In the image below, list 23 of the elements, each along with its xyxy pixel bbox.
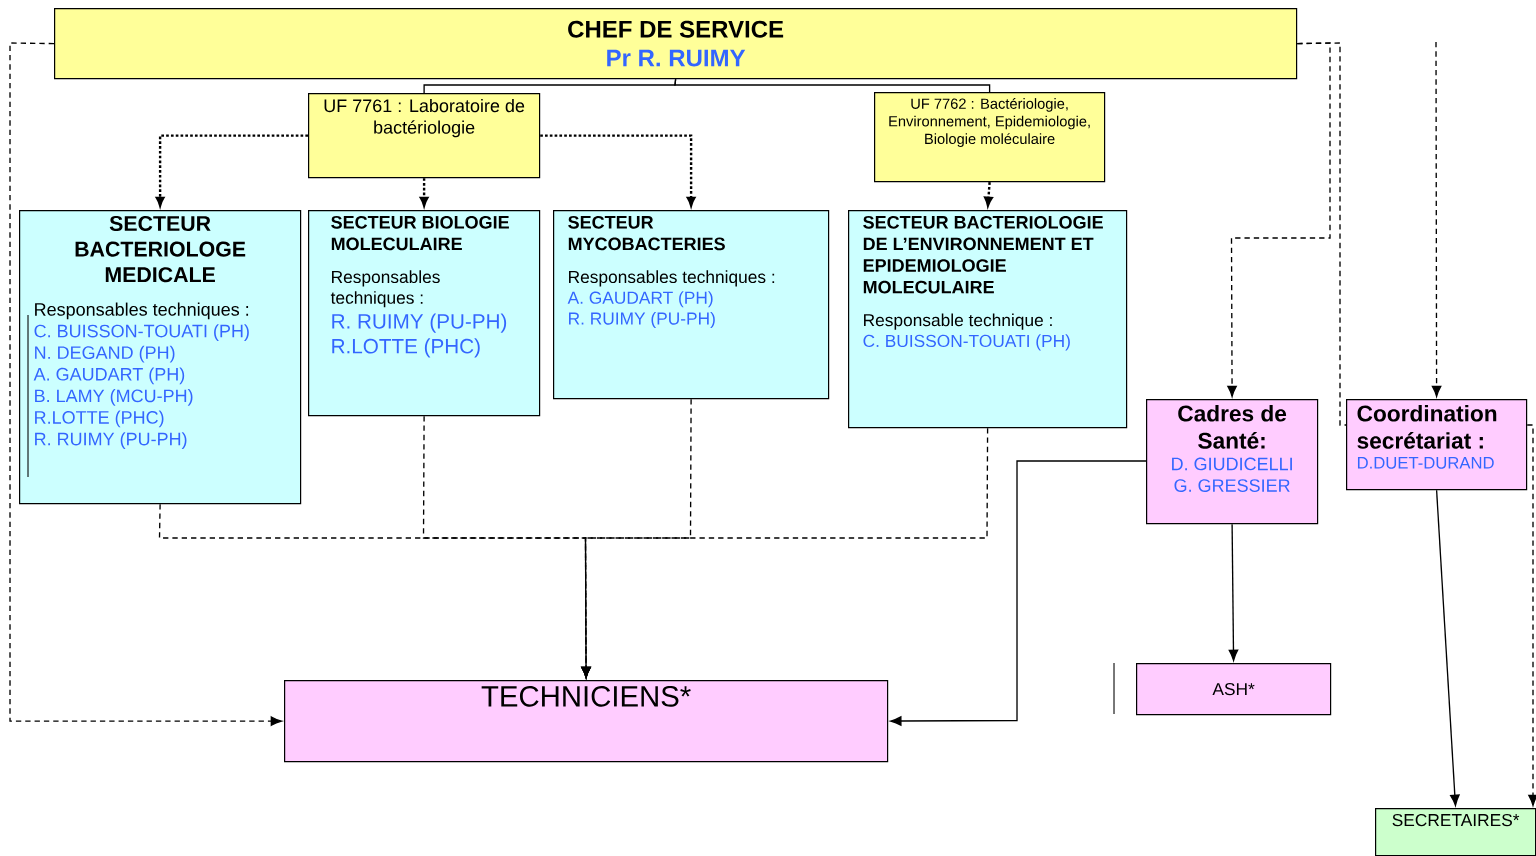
staff-box: SECRETAIRES* bbox=[1375, 808, 1536, 856]
sector-box: SECTEUR BACTERIOLOGE MEDICALE Responsables techniques : C. BUISSON-TOUATI (PH) N. DEGAND (PH) A. GAUDART (PH) B. LAMY (MCU-PH) R.LOTTE (PHC) R. RUIMY (PU-PH) bbox=[19, 210, 302, 505]
staff-box: ASH* bbox=[1136, 663, 1332, 716]
arrow bbox=[419, 178, 429, 207]
sector-box: SECTEUR MYCOBACTERIES Responsables techniques : A. GAUDART (PH) R. RUIMY (PU-PH) bbox=[553, 210, 830, 400]
staff-box: TECHNICIENS* bbox=[284, 680, 889, 763]
arrow bbox=[581, 427, 989, 679]
arrow bbox=[155, 134, 308, 207]
unit-box: UF 7761 : Laboratoire de bactériologie bbox=[308, 93, 541, 179]
arrow bbox=[9, 42, 283, 726]
staff-box: Cadres de Santé: D. GIUDICELLI G. GRESSIER bbox=[1146, 399, 1319, 525]
sector-box: SECTEUR BACTERIOLOGIE DE L’ENVIRONNEMENT ET EPIDEMIOLOGIE MOLECULAIRE Responsable technique : C. BUISSON-TOUATI (PH) bbox=[848, 210, 1128, 429]
arrow bbox=[1228, 523, 1239, 662]
arrow bbox=[1435, 489, 1460, 807]
arrow bbox=[1227, 42, 1331, 398]
arrow bbox=[890, 460, 1147, 726]
arrow bbox=[540, 134, 696, 207]
arrow bbox=[1526, 424, 1536, 807]
unit-box: UF 7762 : Bactériologie, Environnement, Epidemiologie, Biologie moléculaire bbox=[874, 92, 1106, 183]
sector-box: SECTEUR BIOLOGIE MOLECULAIRE Responsables techniques : R. RUIMY (PU-PH) R.LOTTE (PHC) bbox=[308, 210, 541, 417]
staff-box: Coordination secrétariat : D.DUET-DURAND bbox=[1346, 399, 1528, 491]
title-box: CHEF DE SERVICE Pr R. RUIMY bbox=[54, 8, 1298, 80]
arrow bbox=[1431, 41, 1442, 398]
